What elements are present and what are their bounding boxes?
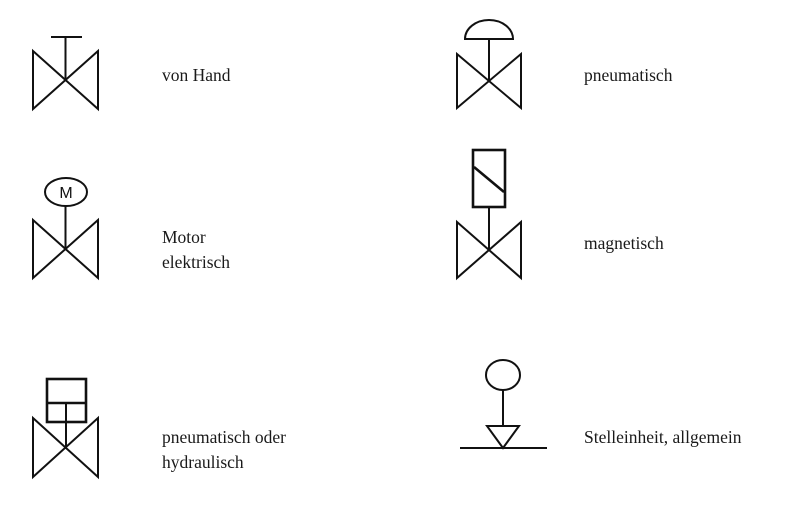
valve-body-icon xyxy=(32,415,99,480)
piston-actuator-valve-icon xyxy=(32,377,99,480)
solenoid-diagonal xyxy=(473,166,505,193)
label-magnetisch: magnetisch xyxy=(584,233,664,253)
motor-letter: M xyxy=(59,185,72,202)
label-elektrisch: elektrisch xyxy=(162,252,231,272)
label-von-hand: von Hand xyxy=(162,65,231,85)
manual-actuator-valve-icon xyxy=(32,36,99,112)
solenoid-box-icon xyxy=(471,148,507,209)
valve-body-icon xyxy=(32,217,99,281)
label-pneumatisch: pneumatisch xyxy=(584,65,673,85)
valve-body-icon xyxy=(32,48,99,112)
pneumatic-diaphragm-valve-icon xyxy=(456,19,522,111)
electric-motor-valve-icon: M xyxy=(32,177,99,281)
valve-body-icon xyxy=(456,51,522,111)
general-actuator-icon xyxy=(460,359,547,450)
valve-body-icon xyxy=(456,219,522,281)
label-pneumatisch-oder: pneumatisch oder xyxy=(162,427,286,447)
label-stelleinheit-allgemein: Stelleinheit, allgemein xyxy=(584,427,742,447)
label-hydraulisch: hydraulisch xyxy=(162,452,244,472)
label-motor: Motor xyxy=(162,227,206,247)
motor-circle-icon xyxy=(44,177,88,207)
diaphragm-dome-icon xyxy=(463,19,515,40)
triangle-icon xyxy=(485,425,521,450)
actuator-circle-icon xyxy=(485,359,521,391)
solenoid-valve-icon xyxy=(456,148,522,281)
